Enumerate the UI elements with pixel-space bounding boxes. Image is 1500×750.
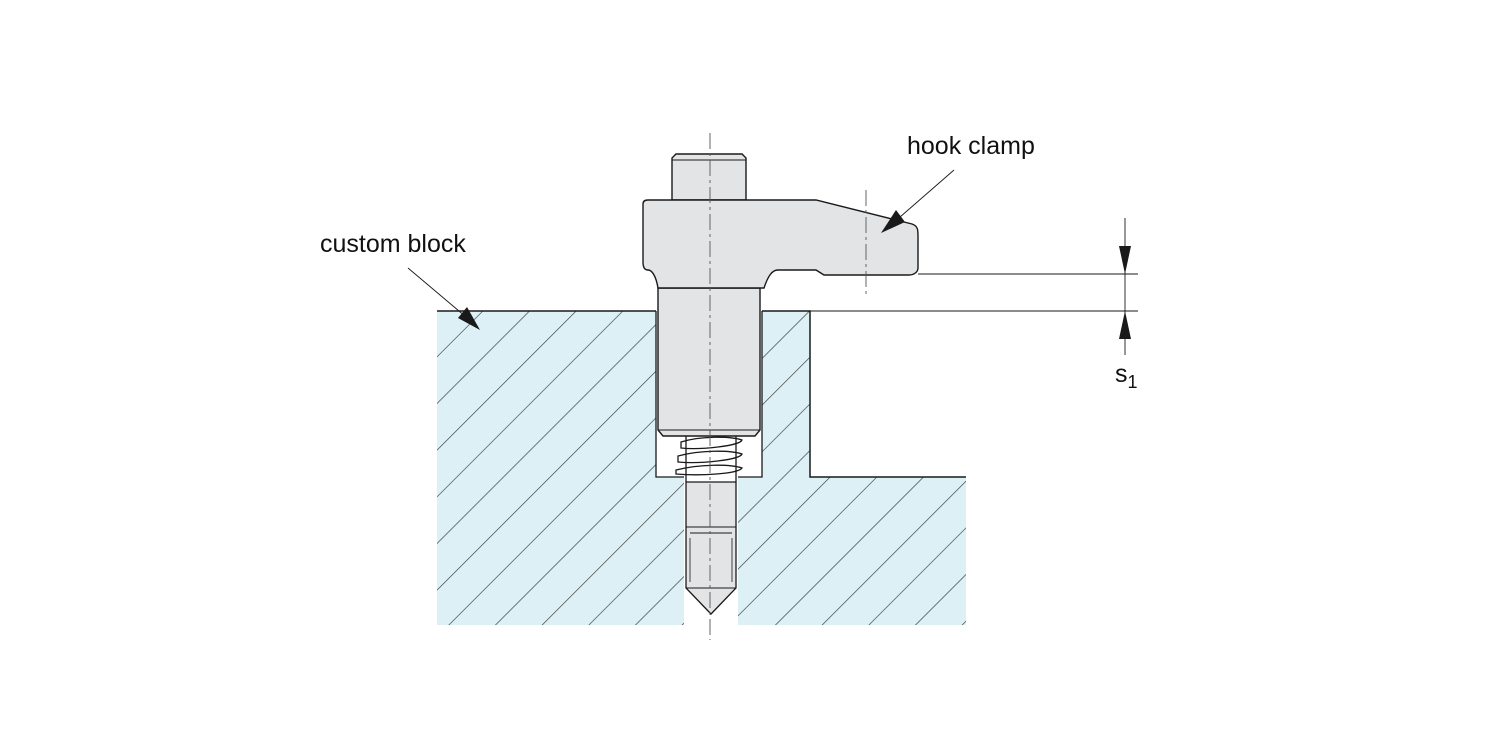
custom-block-label: custom block bbox=[320, 230, 466, 258]
leader-custom-block bbox=[407, 267, 473, 323]
center-lines bbox=[709, 133, 867, 640]
spring-coil-2 bbox=[677, 450, 743, 464]
spring-coil-3 bbox=[675, 464, 744, 476]
stud-lower bbox=[685, 481, 737, 615]
hook-clamp-label: hook clamp bbox=[907, 132, 1035, 160]
spring bbox=[675, 436, 744, 482]
leader-arrow-custom-block bbox=[458, 307, 480, 330]
stud-tip bbox=[685, 481, 737, 615]
hook-clamp bbox=[642, 153, 919, 289]
dimension-s1-label: s1 bbox=[1115, 360, 1138, 393]
spring-coil-1 bbox=[680, 436, 743, 450]
bore-outline bbox=[655, 311, 763, 478]
dimension-symbol: s bbox=[1115, 360, 1128, 388]
clamp-top-boss bbox=[671, 153, 747, 201]
leaders bbox=[407, 169, 955, 330]
dimension-arrow-down bbox=[1119, 246, 1131, 274]
dimension-subscript: 1 bbox=[1127, 372, 1138, 392]
dimension-arrow-up bbox=[1119, 311, 1131, 339]
clamp-arm bbox=[642, 199, 919, 289]
dimension-s1 bbox=[762, 218, 1138, 355]
leader-arrow-hook-clamp bbox=[881, 210, 905, 233]
shaft-body bbox=[657, 287, 761, 437]
clamp-shaft bbox=[657, 287, 761, 437]
leader-hook-clamp bbox=[891, 169, 955, 225]
